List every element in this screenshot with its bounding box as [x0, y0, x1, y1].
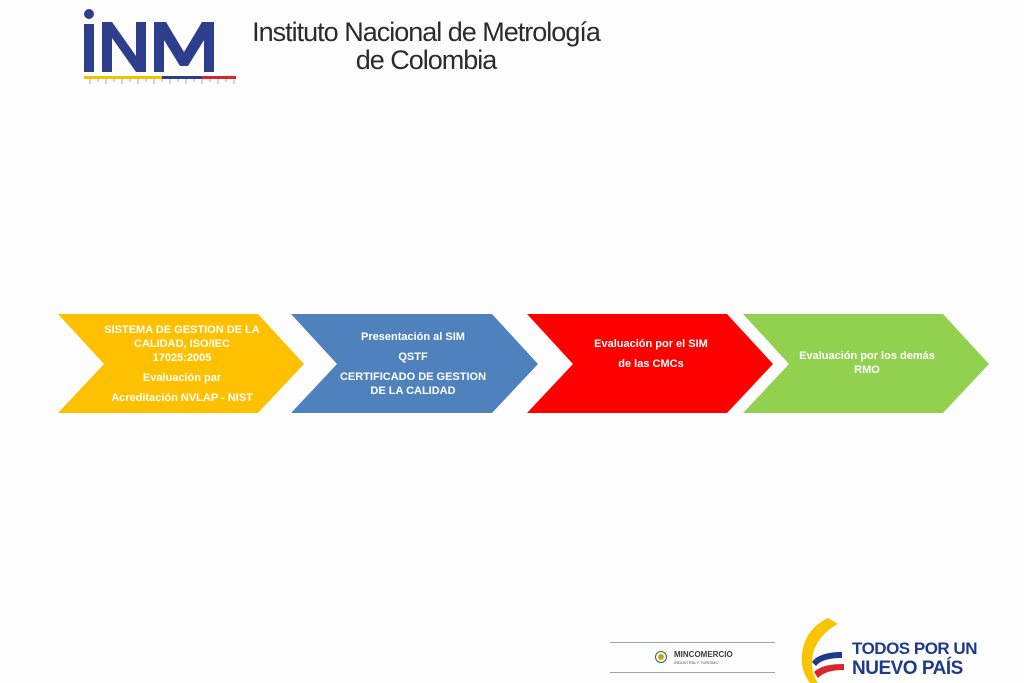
step-4-text: Evaluación por los demás RMO: [788, 349, 946, 377]
step-2-line2: QSTF: [398, 351, 428, 363]
inm-logo: [84, 9, 236, 84]
step-2-line4: DE LA CALIDAD: [370, 385, 456, 397]
step-4-line1: Evaluación por los demás: [799, 350, 935, 362]
footer-divider-top: [610, 642, 775, 643]
step-2-text: Presentación al SIM QSTF CERTIFICADO DE …: [332, 330, 494, 398]
footer-divider-bottom: [610, 672, 775, 673]
step-1-text: SISTEMA DE GESTION DE LA CALIDAD, ISO/IE…: [100, 323, 264, 405]
step-1-line4: Evaluación par: [142, 372, 222, 384]
step-4-chevron: [743, 314, 989, 413]
step-2-chevron: [291, 314, 538, 413]
organization-name: Instituto Nacional de Metrología de Colo…: [246, 18, 606, 74]
step-1-line3: 17025:2005: [152, 352, 212, 364]
organization-name-line2: de Colombia: [355, 45, 498, 75]
step-3-line2: de las CMCs: [618, 358, 684, 370]
colombia-flag-swoosh-icon: [801, 618, 844, 683]
step-4-line2: RMO: [854, 364, 880, 376]
slogan-line2: NUEVO PAÍS: [852, 658, 963, 679]
step-1-line1: SISTEMA DE GESTION DE LA: [104, 324, 260, 336]
step-1-line2: CALIDAD, ISO/IEC: [134, 338, 230, 350]
step-2-line1: Presentación al SIM: [361, 331, 465, 343]
logo-ruler-blue: [162, 76, 202, 79]
step-3-text: Evaluación por el SIM de las CMCs: [572, 337, 730, 371]
slogan: TODOS POR UN NUEVO PAÍS: [852, 640, 977, 680]
ministry-name: MINCOMERCIO: [674, 650, 733, 659]
organization-name-line1: Instituto Nacional de Metrología: [252, 17, 601, 47]
ministry-subtitle: INDUSTRIA Y TURISMO: [674, 660, 719, 665]
logo-ruler-yellow: [84, 76, 162, 79]
step-3-chevron: [527, 314, 773, 413]
step-1-line5: Acreditación NVLAP - NIST: [111, 392, 253, 404]
ministry-seal-icon: [655, 651, 667, 663]
logo-ruler-red: [202, 76, 236, 79]
step-3-line1: Evaluación por el SIM: [594, 338, 708, 350]
slogan-line1: TODOS POR UN: [852, 639, 977, 658]
step-1-chevron: [58, 314, 304, 413]
step-2-line3: CERTIFICADO DE GESTION: [339, 371, 487, 383]
inm-logo-letters: [84, 9, 214, 72]
